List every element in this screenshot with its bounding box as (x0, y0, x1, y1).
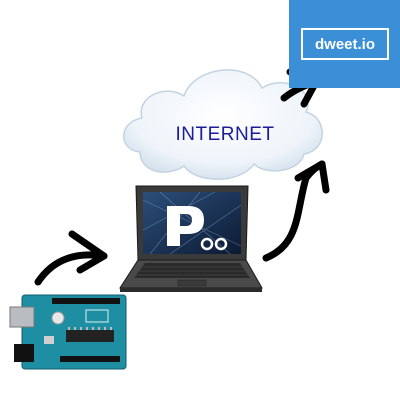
laptop-computer (119, 185, 263, 292)
dweet-label: dweet.io (314, 35, 375, 53)
arduino-board (9, 294, 127, 370)
laptop-keyboard (134, 263, 250, 278)
p-logo-dot-left (200, 237, 214, 251)
crystal (44, 336, 54, 344)
power-jack (14, 344, 34, 362)
p-logo-dot-right (214, 237, 228, 251)
dweet-service-box: dweet.io (289, 0, 400, 88)
arrow-board-to-computer (34, 230, 108, 286)
laptop-front-edge (120, 288, 262, 292)
analog-header (60, 356, 120, 362)
internet-label: INTERNET (175, 124, 275, 145)
board-logo-outline (85, 309, 109, 323)
arrow-computer-to-internet (262, 160, 330, 262)
microcontroller-chip (66, 330, 114, 342)
dweet-label-frame: dweet.io (301, 28, 389, 60)
internet-cloud (123, 69, 323, 180)
p-logo-bowl (167, 206, 204, 234)
laptop-touchpad (177, 279, 207, 287)
digital-header (52, 298, 120, 304)
reset-button (51, 311, 65, 325)
p-logo-stem (167, 206, 180, 246)
usb-port (9, 306, 35, 328)
